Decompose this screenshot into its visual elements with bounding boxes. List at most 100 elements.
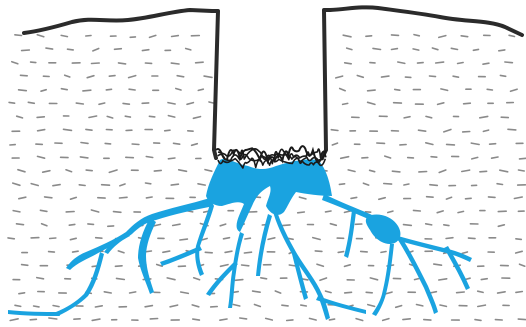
rock-dash [150,35,156,37]
rock-dash [381,252,386,253]
rock-dash [87,76,94,78]
rock-dash [49,252,55,253]
rock-dash [198,184,205,185]
rock-dash [221,265,229,267]
rock-dash [13,183,20,185]
rock-dash [118,251,124,253]
rock-dash [142,50,148,51]
rock-dash [480,116,488,117]
rock-dash [181,292,189,293]
rock-dash [69,224,75,225]
rock-dash [157,265,163,267]
rock-dash [37,35,44,37]
rock-dash [518,319,525,320]
rock-dash [205,252,212,253]
rock-dash [171,63,179,64]
rock-dash [519,170,525,171]
rock-dash [96,238,102,239]
rock-dash [119,63,126,64]
rock-dash [516,239,521,240]
rock-dash [511,89,518,91]
rock-dash [464,103,471,104]
rock-dash [17,224,24,225]
rock-dash [497,184,502,185]
rock-dash [45,197,52,198]
rock-dash [426,224,432,225]
rock-dash [244,252,251,253]
rock-dash [81,143,88,144]
rock-dash [424,320,431,321]
ground-surface-left [24,10,212,33]
rock-dash [187,103,193,105]
well-wall-left [212,11,218,158]
rock-dash [242,265,249,266]
rock-dash [31,184,38,186]
rock-dash [320,278,327,280]
rock-dash [368,305,375,307]
rock-dash [179,170,187,172]
rock-dash [498,292,506,293]
rock-dash [430,185,437,186]
rock-dash [478,291,483,292]
rock-dash [117,278,125,279]
rock-dash [92,319,100,320]
rock-dash [444,130,451,132]
rock-dash [437,211,443,213]
rock-dash [343,35,351,37]
rock-dash [462,170,470,171]
rock-dash [505,62,513,63]
rock-dash [345,63,352,64]
rock-dash [49,318,57,319]
rock-dash [89,116,97,118]
rock-dash [498,225,504,227]
rock-dash [224,238,230,239]
rock-dash [204,76,212,77]
rock-dash [46,48,53,49]
rock-dash [368,102,375,104]
rock-dash [447,144,455,145]
rock-dash [348,170,355,172]
rock-dash [315,251,322,252]
rock-dash [13,211,20,212]
rock-dash [266,318,273,320]
rock-dash [487,89,492,90]
rock-dash [373,48,381,49]
rock-dash [12,62,18,64]
rock-dash [331,130,338,131]
rock-dash [310,318,317,320]
rock-dash [500,170,508,172]
rock-dash [473,49,478,50]
rock-dash [43,171,50,173]
rock-dash [194,278,200,280]
rock-dash [458,63,464,64]
rock-dash [38,130,45,131]
rock-dash [347,48,352,50]
rock-dash [129,76,136,78]
rock-dash [413,49,419,50]
rock-dash [462,252,467,253]
rock-dash [361,251,368,252]
rock-dash [193,319,200,320]
fracture-branch-right-e [344,210,356,258]
rock-dash [34,306,39,307]
rock-dash [275,291,280,293]
rock-dash [19,90,27,91]
rock-dash [382,76,389,77]
rock-dash [120,184,125,186]
rock-dash [340,89,346,91]
rock-dash [172,36,179,37]
fracture-branch-right-blob [366,214,401,244]
rock-dash [245,238,251,239]
rock-dash [240,318,247,319]
rock-dash [18,170,25,172]
rock-dash [145,306,152,307]
rock-dash [106,89,111,90]
rock-dash [125,116,130,117]
rock-dash [255,305,261,307]
rock-dash [483,130,488,131]
rock-dash [102,185,110,186]
rock-dash [398,62,405,63]
rock-dash [516,251,523,253]
rock-dash [490,144,496,145]
